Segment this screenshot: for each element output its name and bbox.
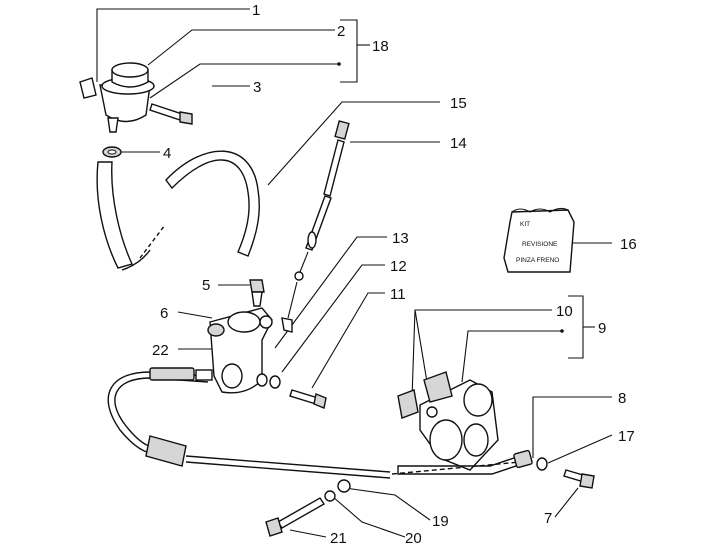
callout-2: 2 bbox=[337, 23, 345, 40]
hose-clip-4 bbox=[102, 146, 122, 158]
callout-1: 1 bbox=[252, 2, 260, 19]
screw-3 bbox=[149, 103, 193, 125]
return-hose-15 bbox=[165, 150, 260, 257]
washer-19 bbox=[337, 479, 351, 493]
caliper-hose bbox=[397, 449, 533, 475]
callout-labels: 1 2 18 3 4 15 14 13 12 11 5 6 22 16 10 9… bbox=[152, 2, 637, 546]
callout-7: 7 bbox=[544, 510, 552, 527]
callout-5: 5 bbox=[202, 277, 210, 294]
brake-fluid-reservoir bbox=[79, 62, 155, 133]
leader-lines bbox=[96, 8, 613, 538]
master-cylinder-22 bbox=[207, 307, 273, 394]
callout-10: 10 bbox=[556, 303, 573, 320]
brake-pads-10 bbox=[397, 371, 453, 419]
washer-20 bbox=[324, 490, 336, 502]
callout-18: 18 bbox=[372, 38, 389, 55]
callout-20: 20 bbox=[405, 530, 422, 546]
callout-13: 13 bbox=[392, 230, 409, 247]
callout-8: 8 bbox=[618, 390, 626, 407]
washers-12-13 bbox=[256, 373, 281, 389]
callout-16: 16 bbox=[620, 236, 637, 253]
caliper-repair-kit-bag: KIT REVISIONE PINZA FRENO bbox=[503, 207, 575, 273]
callout-6: 6 bbox=[160, 305, 168, 322]
callout-14: 14 bbox=[450, 135, 467, 152]
banjo-bolt-7 bbox=[563, 469, 595, 489]
reservoir-hose bbox=[96, 161, 166, 271]
callout-9: 9 bbox=[598, 320, 606, 337]
callout-3: 3 bbox=[253, 79, 261, 96]
callout-12: 12 bbox=[390, 258, 407, 275]
callout-21: 21 bbox=[330, 530, 347, 546]
callout-11: 11 bbox=[390, 286, 406, 303]
callout-17: 17 bbox=[618, 428, 635, 445]
kit-label-1: KIT bbox=[520, 221, 530, 228]
push-rod-14 bbox=[281, 120, 350, 333]
hose-fitting-5 bbox=[249, 279, 265, 307]
bolt-21 bbox=[265, 497, 325, 537]
brake-caliper-9 bbox=[419, 379, 499, 471]
kit-label-2: REVISIONE bbox=[522, 241, 558, 248]
brake-cable bbox=[107, 367, 521, 479]
callout-15: 15 bbox=[450, 95, 467, 112]
banjo-bolt-11 bbox=[289, 389, 327, 409]
callout-4: 4 bbox=[163, 145, 171, 162]
callout-22: 22 bbox=[152, 342, 169, 359]
kit-label-3: PINZA FRENO bbox=[516, 257, 559, 264]
callout-19: 19 bbox=[432, 513, 449, 530]
washer-17 bbox=[536, 457, 548, 471]
